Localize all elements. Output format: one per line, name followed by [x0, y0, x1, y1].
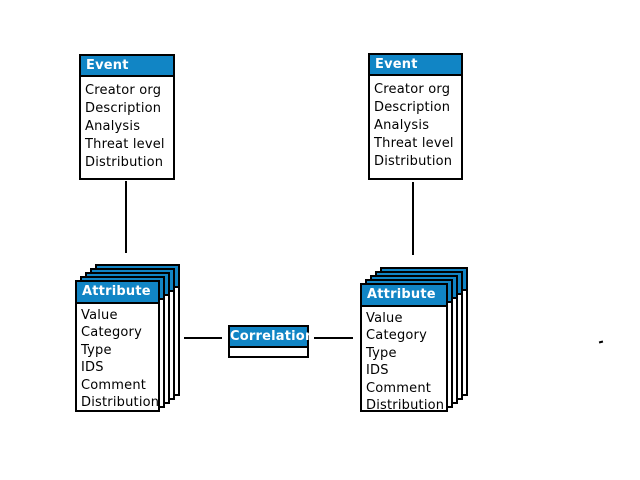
event-right-body: Creator org Description Analysis Threat …	[370, 76, 461, 171]
field-row: Comment	[366, 380, 432, 396]
attribute-stack-right: Attribute Value Category Type IDS Commen…	[360, 267, 468, 414]
correlation-entity: Correlation	[228, 325, 314, 358]
field-row: Threat level	[374, 136, 454, 151]
event-entity-left: Event Creator org Description Analysis T…	[79, 54, 175, 180]
field-row: Description	[374, 100, 451, 115]
field-row: Threat level	[85, 137, 165, 152]
event-right-header: Event	[370, 55, 461, 76]
attribute-stack-left: Attribute Value Category Type IDS Commen…	[75, 264, 180, 412]
field-row: Category	[366, 328, 427, 344]
attribute-right-body: Value Category Type IDS Comment Distribu…	[362, 307, 446, 414]
attribute-entity-left: Attribute Value Category Type IDS Commen…	[75, 280, 160, 412]
attribute-right-title: Attribute	[367, 287, 436, 302]
field-row: Value	[366, 311, 403, 326]
connector-attribute-correlation-right	[314, 337, 353, 339]
field-row: Creator org	[374, 82, 451, 97]
event-entity-right: Event Creator org Description Analysis T…	[368, 53, 463, 180]
event-left-title: Event	[86, 58, 129, 73]
field-row: IDS	[366, 363, 389, 379]
field-row: Comment	[81, 377, 147, 393]
field-row: Analysis	[374, 118, 430, 133]
attribute-left-body: Value Category Type IDS Comment Distribu…	[77, 304, 160, 411]
field-row: Distribution	[85, 155, 164, 170]
attribute-right-header: Attribute	[362, 285, 446, 307]
connector-attribute-correlation-left	[184, 337, 222, 339]
event-left-header: Event	[81, 56, 173, 77]
field-row: Distribution	[81, 395, 160, 411]
event-right-title: Event	[375, 57, 418, 72]
attribute-left-title: Attribute	[82, 284, 151, 299]
field-row: Category	[81, 325, 142, 341]
field-row: Description	[85, 101, 162, 116]
field-row: Distribution	[374, 154, 453, 169]
event-left-body: Creator org Description Analysis Threat …	[81, 77, 173, 172]
connector-event-attribute-left	[125, 181, 127, 253]
attribute-left-header: Attribute	[77, 282, 158, 304]
field-row: Value	[81, 308, 118, 323]
stray-mark-artifact	[598, 340, 604, 344]
field-row: Distribution	[366, 398, 445, 414]
attribute-entity-right: Attribute Value Category Type IDS Commen…	[360, 283, 448, 414]
field-row: Type	[81, 342, 112, 358]
correlation-header: Correlation	[230, 327, 314, 348]
field-row: Creator org	[85, 83, 162, 98]
correlation-label: Correlation	[230, 329, 315, 344]
field-row: IDS	[81, 360, 104, 376]
connector-event-attribute-right	[412, 182, 414, 255]
field-row: Analysis	[85, 119, 141, 134]
field-row: Type	[366, 345, 397, 361]
